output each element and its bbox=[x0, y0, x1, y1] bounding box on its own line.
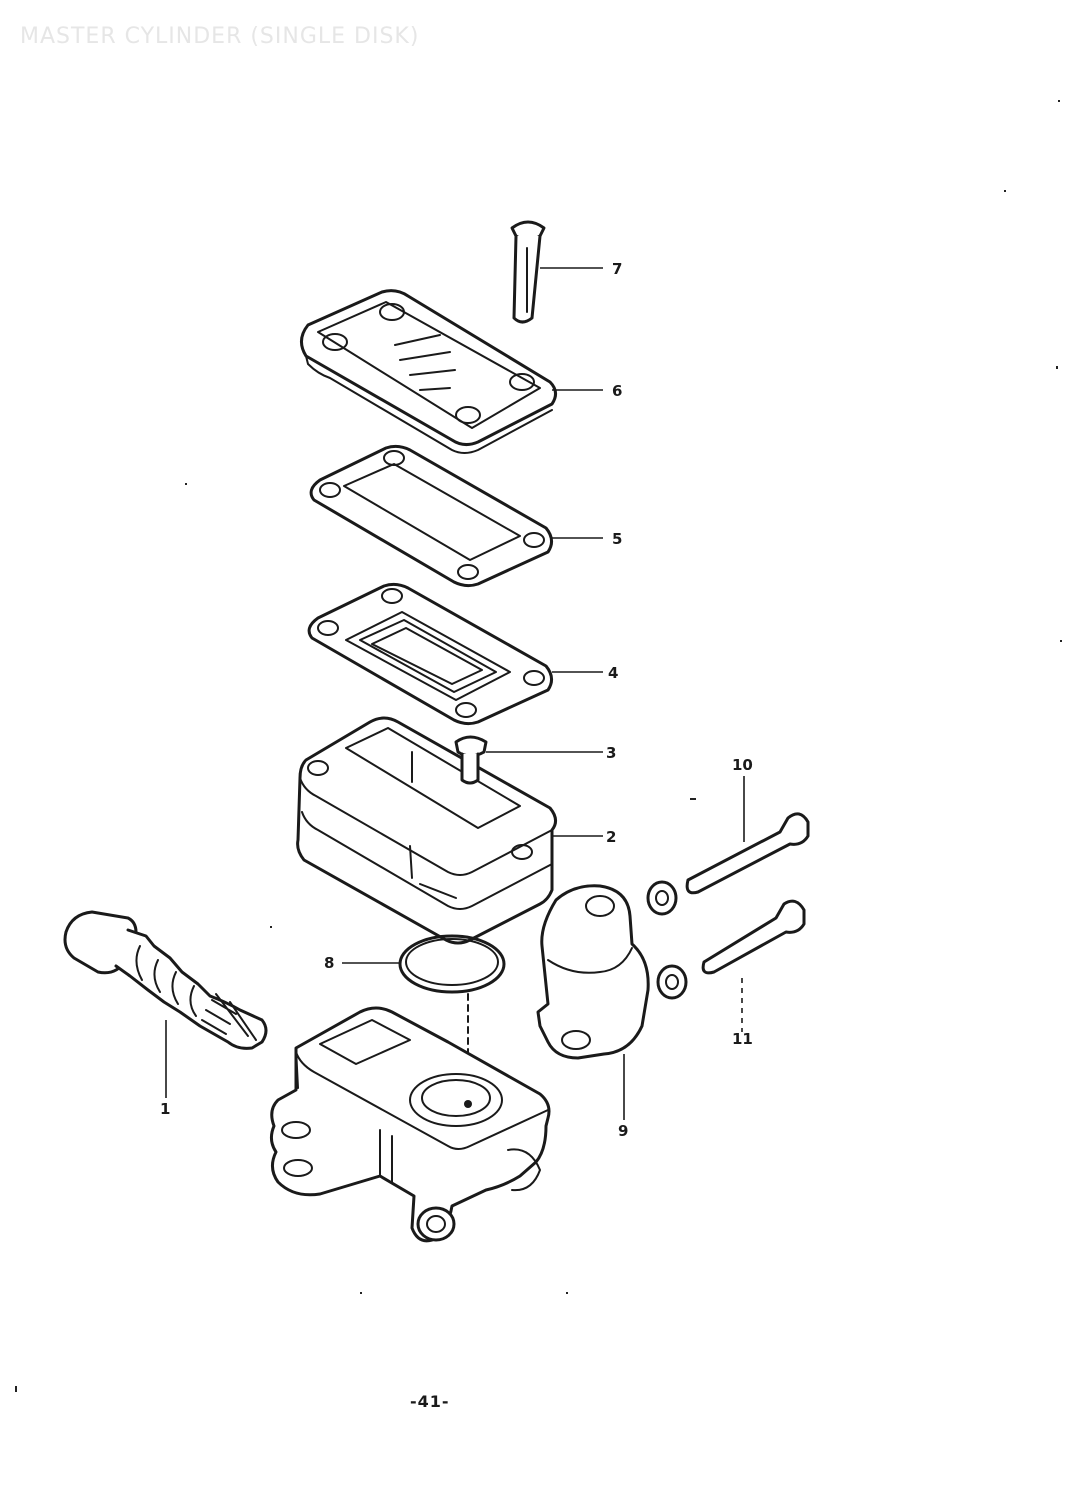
callout-10: 10 bbox=[732, 756, 753, 774]
callout-8: 8 bbox=[324, 954, 334, 972]
callout-1: 1 bbox=[160, 1100, 170, 1118]
part-screw-top bbox=[510, 220, 603, 324]
part-o-ring bbox=[342, 934, 506, 1061]
part-banjo-union bbox=[536, 884, 650, 1120]
part-banjo-bolt-lower bbox=[656, 899, 806, 1032]
callout-11: 11 bbox=[732, 1030, 753, 1048]
callout-3: 3 bbox=[606, 744, 616, 762]
callout-7: 7 bbox=[612, 260, 622, 278]
part-hose-fitting bbox=[63, 910, 268, 1098]
part-reservoir-cap bbox=[300, 289, 603, 454]
page-title: MASTER CYLINDER (SINGLE DISK) bbox=[20, 24, 420, 49]
part-reservoir-body bbox=[296, 716, 603, 945]
callout-2: 2 bbox=[606, 828, 616, 846]
part-gasket-plate bbox=[309, 444, 603, 588]
callout-6: 6 bbox=[612, 382, 622, 400]
part-small-screw bbox=[454, 735, 603, 785]
part-cylinder-body bbox=[269, 1006, 551, 1243]
part-diaphragm bbox=[307, 582, 603, 726]
callout-5: 5 bbox=[612, 530, 622, 548]
scan-specks bbox=[15, 100, 1062, 1392]
part-banjo-bolt-upper bbox=[646, 776, 810, 916]
callout-9: 9 bbox=[618, 1122, 628, 1140]
callout-4: 4 bbox=[608, 664, 618, 682]
page-number: -41- bbox=[410, 1392, 450, 1411]
